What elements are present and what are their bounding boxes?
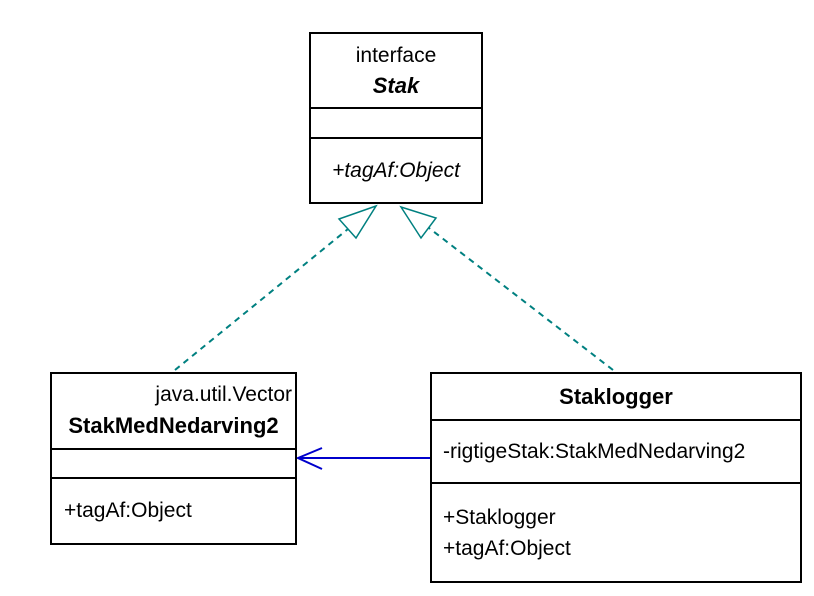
realization-dashed-line bbox=[174, 228, 349, 371]
attributes-compartment: -rigtigeStak:StakMedNedarving2 bbox=[432, 419, 800, 482]
attribute-label: -rigtigeStak:StakMedNedarving2 bbox=[443, 439, 746, 463]
methods-compartment: +tagAf:Object bbox=[52, 477, 295, 543]
method-label: +tagAf:Object bbox=[443, 536, 571, 560]
class-name: Staklogger bbox=[559, 383, 673, 409]
method-label: +tagAf:Object bbox=[64, 499, 192, 522]
superclass-label: java.util.Vector bbox=[155, 383, 292, 406]
attributes-compartment-empty bbox=[311, 107, 481, 137]
association-staklogger-to-stakmednedarving2 bbox=[295, 447, 430, 470]
class-header: Staklogger bbox=[432, 374, 800, 419]
hollow-triangle-arrowhead-icon bbox=[337, 204, 378, 240]
realization-staklogger-to-stak bbox=[399, 205, 614, 371]
method-label: +tagAf:Object bbox=[332, 158, 460, 182]
realization-stakmednedarving2-to-stak bbox=[174, 204, 378, 371]
methods-compartment: +tagAf:Object bbox=[311, 137, 481, 202]
class-header: java.util.Vector StakMedNedarving2 bbox=[52, 374, 295, 448]
class-name: Stak bbox=[372, 73, 420, 98]
class-header: interface Stak bbox=[311, 34, 481, 107]
open-arrowhead-icon bbox=[295, 447, 323, 470]
class-name: StakMedNedarving2 bbox=[68, 413, 279, 438]
stereotype-label: interface bbox=[355, 44, 437, 67]
class-box-stak: interface Stak +tagAf:Object bbox=[309, 32, 483, 204]
realization-dashed-line bbox=[428, 227, 614, 371]
hollow-triangle-arrowhead-icon bbox=[399, 205, 438, 240]
class-box-staklogger: Staklogger -rigtigeStak:StakMedNedarving… bbox=[430, 372, 802, 583]
attributes-compartment-empty bbox=[52, 448, 295, 477]
methods-compartment: +Staklogger +tagAf:Object bbox=[432, 482, 800, 581]
method-label: +Staklogger bbox=[443, 505, 556, 529]
class-box-stakmednedarving2: java.util.Vector StakMedNedarving2 +tagA… bbox=[50, 372, 297, 545]
